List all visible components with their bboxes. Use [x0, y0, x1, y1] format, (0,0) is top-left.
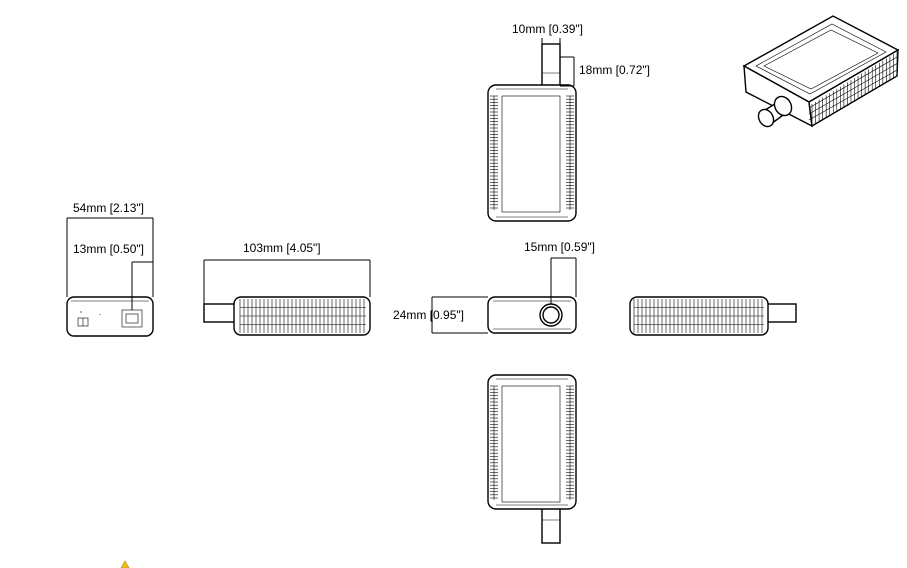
top-view-body	[487, 84, 577, 222]
grip-texture	[633, 299, 764, 333]
front-view-body	[487, 296, 577, 334]
dim-length: 103mm [4.05"]	[243, 241, 321, 255]
warning-icon	[120, 560, 130, 568]
end-view-body	[66, 296, 154, 337]
dim-connector-offset: 15mm [0.59"]	[524, 240, 595, 254]
grip-texture	[566, 385, 574, 500]
grip-texture	[566, 95, 574, 210]
side-cable-right	[765, 303, 797, 323]
cable-bottom	[541, 506, 561, 544]
side-cable-left	[203, 303, 239, 323]
dim-cable-length: 10mm [0.39"]	[512, 22, 583, 36]
dim-cable-diameter: 18mm [0.72"]	[579, 63, 650, 77]
bottom-view	[487, 374, 577, 544]
dim-width: 54mm [2.13"]	[73, 201, 144, 215]
top-view-window	[501, 95, 561, 213]
grip-texture	[490, 385, 498, 500]
dim-height: 24mm [0.95"]	[393, 308, 464, 322]
bottom-view-body	[487, 374, 577, 510]
grip-texture	[239, 299, 366, 333]
grip-texture	[490, 95, 498, 210]
front-view: 15mm [0.59"] 24mm [0.95"]	[393, 240, 595, 334]
top-view-upper: 10mm [0.39"] 18mm [0.72"]	[487, 22, 650, 222]
bottom-view-window	[501, 385, 561, 503]
side-view-left: 103mm [4.05"]	[203, 241, 371, 336]
isometric-view	[742, 15, 900, 128]
grip-texture	[808, 52, 899, 126]
dim-switch-offset: 13mm [0.50"]	[73, 242, 144, 256]
cable-top	[541, 43, 561, 88]
side-view-right	[629, 296, 797, 336]
end-view-left: 54mm [2.13"] 13mm [0.50"]	[66, 201, 154, 337]
